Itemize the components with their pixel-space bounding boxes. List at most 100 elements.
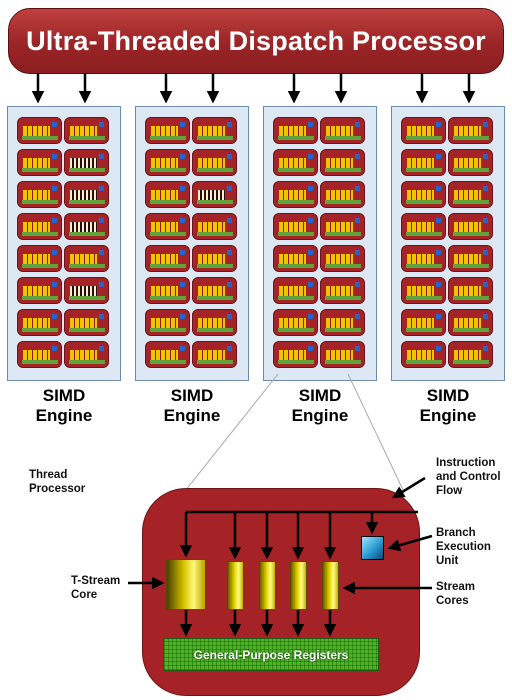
branch-unit-marker [483,154,488,159]
register-strip [453,264,489,268]
branch-unit-marker [227,218,232,223]
stream-core-bar [279,190,306,200]
thread-processor-cell [17,117,62,144]
stream-core-bar [23,318,50,328]
thread-processor-cell [448,213,493,240]
branch-unit-marker [52,186,57,191]
register-strip [69,136,105,140]
stream-core-bar [407,126,434,136]
thread-processor-cell [273,117,318,144]
branch-unit-marker [180,250,185,255]
register-strip [406,264,442,268]
thread-processor-cell [192,149,237,176]
stream-core-bar [151,190,178,200]
thread-processor-cell [320,309,365,336]
register-strip [406,136,442,140]
thread-processor-cell [448,181,493,208]
branch-unit-marker [308,186,313,191]
thread-processor-cell [401,341,446,368]
branch-unit-marker [180,282,185,287]
branch-unit-marker [52,122,57,127]
register-strip [197,264,233,268]
register-strip [150,136,186,140]
stream-core-bar [23,222,50,232]
thread-processor-cell [320,213,365,240]
register-strip [325,264,361,268]
register-strip [22,136,58,140]
thread-processor-cell [273,213,318,240]
stream-core-bar [279,350,306,360]
thread-processor-cell [273,245,318,272]
stream-core-bar [198,350,225,360]
register-strip [69,296,105,300]
thread-processor-cell [64,341,109,368]
register-strip [453,232,489,236]
branch-unit-marker [227,346,232,351]
branch-unit-marker [436,122,441,127]
register-strip [325,296,361,300]
stream-core-bar [454,158,481,168]
register-strip [325,232,361,236]
stream-core-bar [279,222,306,232]
thread-processor-cell [401,309,446,336]
thread-processor-cell [192,309,237,336]
register-strip [406,168,442,172]
thread-processor-cell [64,213,109,240]
thread-processor-cell [64,117,109,144]
stream-core-bar [23,126,50,136]
branch-unit-marker [483,250,488,255]
register-strip [197,296,233,300]
register-strip [150,200,186,204]
branch-unit-marker [436,250,441,255]
stream-core-bar [70,222,97,232]
thread-processor-cell [64,309,109,336]
register-strip [453,328,489,332]
branch-unit-marker [483,346,488,351]
branch-unit-marker [483,282,488,287]
register-strip [150,360,186,364]
register-strip [453,200,489,204]
thread-processor-cell [64,245,109,272]
stream-core-2 [259,561,276,610]
thread-processor-cell [273,341,318,368]
branch-unit-marker [355,154,360,159]
register-strip [150,168,186,172]
stream-core-bar [198,318,225,328]
register-strip [22,168,58,172]
stream-core-4 [322,561,339,610]
branch-unit-marker [180,186,185,191]
thread-processor-cell [145,117,190,144]
register-strip [69,328,105,332]
stream-core-bar [70,350,97,360]
general-purpose-registers: General-Purpose Registers [163,638,379,671]
tstream-core [166,559,206,610]
stream-core-bar [454,222,481,232]
thread-processor-cell [145,245,190,272]
thread-processor-cell [17,309,62,336]
stream-core-bar [407,286,434,296]
thread-processor-cell [273,149,318,176]
thread-processor-cell [145,277,190,304]
stream-core-bar [407,158,434,168]
stream-core-bar [151,254,178,264]
register-strip [69,232,105,236]
simd-engine-4 [391,106,505,381]
register-strip [22,264,58,268]
thread-processor-cell [320,341,365,368]
thread-processor-cell [17,149,62,176]
branch-unit-marker [483,122,488,127]
thread-processor-cell [273,181,318,208]
stream-core-bar [407,350,434,360]
stream-core-bar [454,190,481,200]
stream-core-bar [326,126,353,136]
stream-core-bar [151,222,178,232]
stream-core-bar [23,158,50,168]
stream-core-bar [407,318,434,328]
stream-core-3 [290,561,307,610]
register-strip [197,136,233,140]
branch-unit-marker [308,314,313,319]
